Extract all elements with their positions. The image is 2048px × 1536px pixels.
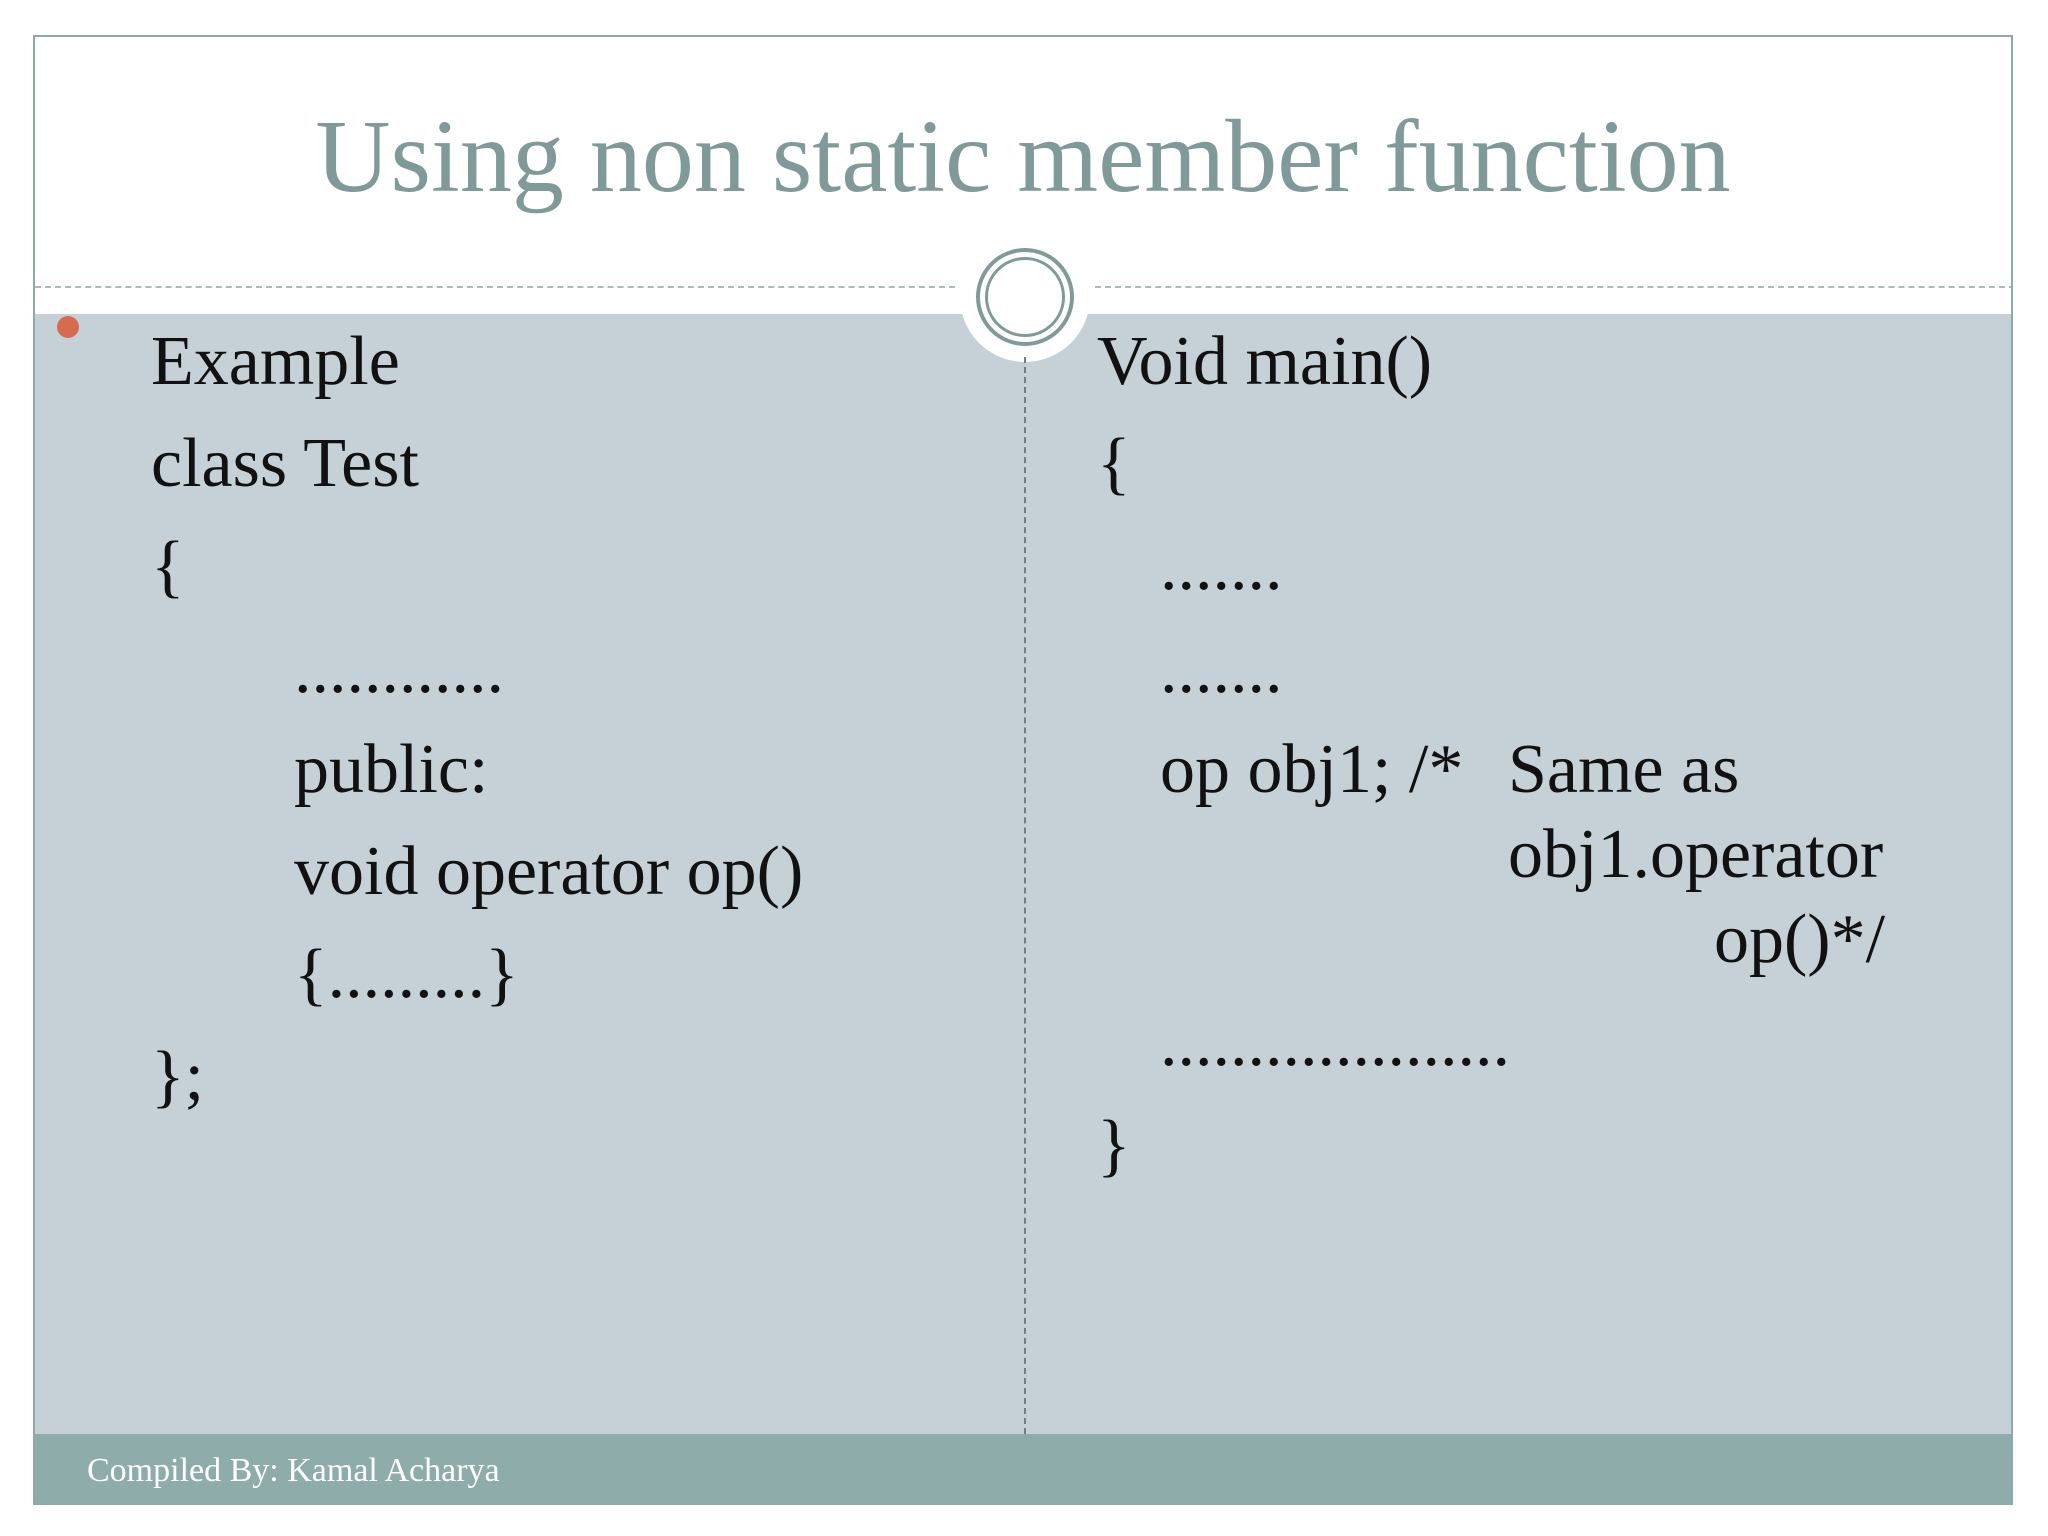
code-line: ....... xyxy=(1160,528,1283,605)
code-comment: op()*/ xyxy=(1714,901,1886,978)
code-line: void operator op() xyxy=(294,833,804,910)
bullet-icon xyxy=(57,316,79,338)
code-line: Void main() xyxy=(1097,323,1433,400)
content-area xyxy=(35,314,2011,1434)
bullet-text: Example xyxy=(151,323,400,400)
code-comment: Same as xyxy=(1508,731,1740,808)
code-line: } xyxy=(1097,1107,1131,1184)
code-line: class Test xyxy=(151,425,419,502)
slide: Using non static member function Compile… xyxy=(33,35,2013,1505)
code-line: ....... xyxy=(1160,631,1283,708)
footer-credit: Compiled By: Kamal Acharya xyxy=(87,1452,500,1489)
code-line: { xyxy=(151,528,185,605)
slide-title: Using non static member function xyxy=(315,99,1731,214)
code-line: public: xyxy=(294,731,489,808)
circle-ornament-icon xyxy=(976,248,1074,346)
title-divider-right xyxy=(1095,286,2011,288)
code-line: ............ xyxy=(294,631,504,708)
code-line: op obj1; /* xyxy=(1160,731,1464,808)
code-comment: obj1.operator xyxy=(1508,816,1884,893)
title-divider-left xyxy=(35,286,955,288)
code-line: { xyxy=(1097,425,1131,502)
code-line: .................... xyxy=(1160,1004,1510,1081)
column-divider xyxy=(1024,357,1026,1434)
footer-bar: Compiled By: Kamal Acharya xyxy=(35,1434,2011,1503)
code-line: }; xyxy=(151,1038,205,1115)
code-line: {.........} xyxy=(294,936,519,1013)
